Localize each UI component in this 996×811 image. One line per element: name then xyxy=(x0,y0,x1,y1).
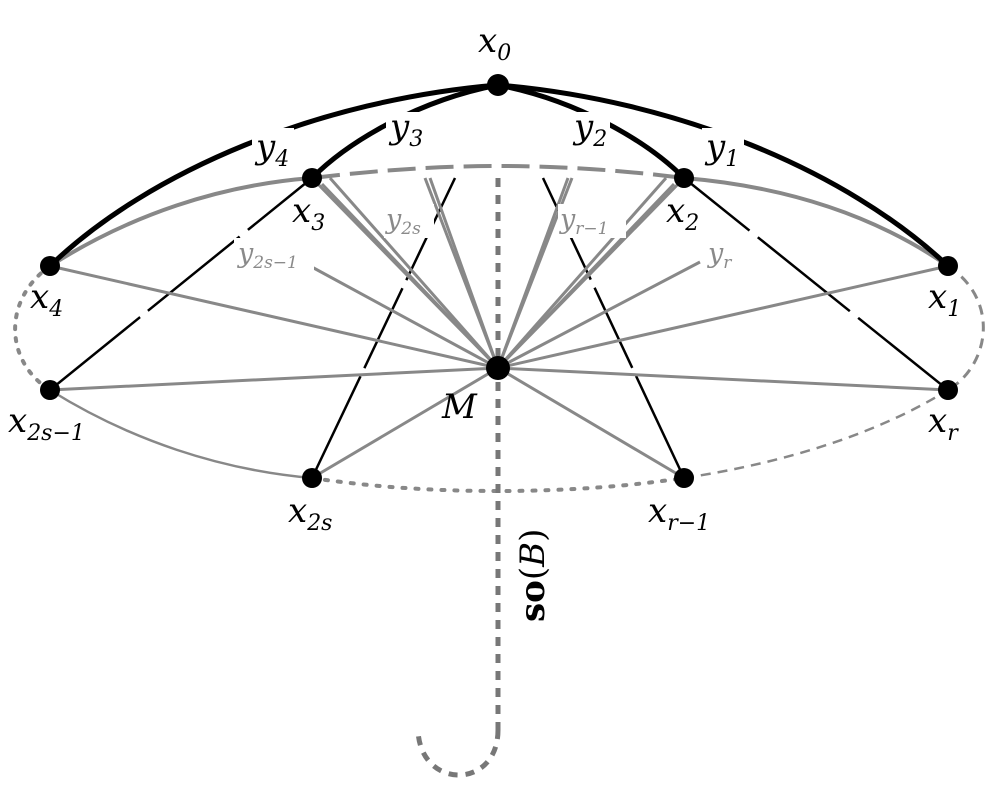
gap-g xyxy=(848,309,860,320)
top-arc-middle-dashed xyxy=(311,163,685,180)
handle-label: so(B) xyxy=(510,518,554,626)
bottom-left-solid xyxy=(49,388,313,480)
y2s-bg xyxy=(384,204,434,238)
arc-x0-x1 xyxy=(497,82,950,268)
spoke-x2-c xyxy=(496,177,668,369)
gap-a xyxy=(138,309,150,319)
spoke-yr xyxy=(497,260,701,370)
edge-labels-black: y4 y3 y2 y1 xyxy=(252,107,744,172)
label-x2: x2 xyxy=(666,191,699,236)
spoke-x1 xyxy=(497,264,949,370)
vertex-xr1 xyxy=(674,468,694,488)
spoke-x2-b xyxy=(496,182,676,370)
y2s1-bg xyxy=(234,238,314,272)
handle-label-text: so(B) xyxy=(513,529,553,622)
yr1-bg xyxy=(558,204,626,238)
top-arc-right-solid xyxy=(683,176,950,268)
top-arc-left-solid xyxy=(48,176,313,268)
label-yr1: yr−1 xyxy=(559,204,608,239)
spoke-xr xyxy=(497,366,949,392)
spoke-x3-c xyxy=(328,177,500,369)
edge-labels-gray: y2s y2s−1 yr−1 yr xyxy=(234,204,746,273)
gap-b xyxy=(238,228,250,239)
gap-d xyxy=(399,278,409,290)
y1-bg xyxy=(702,128,744,170)
label-y2s: y2s xyxy=(385,204,421,239)
arc-x0-x4 xyxy=(48,82,499,268)
handle-hook xyxy=(415,729,501,778)
label-y1: y1 xyxy=(704,127,739,172)
spoke-x4 xyxy=(49,264,499,370)
label-x3: x3 xyxy=(292,191,325,236)
label-y2s1: y2s−1 xyxy=(237,238,298,273)
label-x2s1: x2s−1 xyxy=(8,401,85,446)
vertex-M xyxy=(486,356,510,380)
vertex-x3 xyxy=(302,168,322,188)
vertex-x2s1 xyxy=(40,380,60,400)
gap-f xyxy=(587,278,597,290)
chord-x2s1-x3 xyxy=(49,177,313,391)
y4-bg xyxy=(252,128,294,170)
right-side-dashed xyxy=(947,264,985,392)
gap-h xyxy=(748,228,760,239)
left-side-dotted xyxy=(13,264,52,392)
vertex-labels: x0 x3 x2 x4 x1 x2s−1 xr x2s xr−1 M xyxy=(8,21,961,536)
vertex-x1 xyxy=(938,256,958,276)
bottom-right-dashed xyxy=(683,388,949,480)
spoke-x2s xyxy=(311,366,499,480)
spoke-yr1-b xyxy=(496,177,570,369)
label-y2: y2 xyxy=(572,107,607,152)
label-M: M xyxy=(441,387,478,427)
label-x1: x1 xyxy=(928,277,961,322)
spoke-x3-b xyxy=(320,182,500,370)
gray-spokes xyxy=(49,176,949,480)
label-xr: xr xyxy=(928,401,959,446)
vertex-xr xyxy=(938,380,958,400)
yr-bg xyxy=(706,238,746,272)
label-yr: yr xyxy=(707,238,732,273)
chord-xr-x2 xyxy=(683,177,949,391)
label-y4: y4 xyxy=(254,127,289,172)
y3-bg xyxy=(386,112,426,152)
vertex-x2s xyxy=(302,468,322,488)
spoke-x2s1 xyxy=(49,366,499,392)
label-y3: y3 xyxy=(388,107,423,152)
label-x4: x4 xyxy=(30,277,63,322)
top-arcs xyxy=(48,82,950,268)
spoke-y2s1 xyxy=(309,264,499,370)
label-x2s: x2s xyxy=(288,491,332,536)
vertex-x4 xyxy=(40,256,60,276)
vertices xyxy=(40,74,958,488)
y2-bg xyxy=(570,112,610,152)
umbrella-handle xyxy=(415,178,501,778)
spoke-y2s-b xyxy=(428,177,500,369)
spoke-xr1 xyxy=(497,366,685,480)
handle-label-bg xyxy=(510,518,554,626)
vertex-x2 xyxy=(674,168,694,188)
label-xr1: xr−1 xyxy=(648,491,710,536)
vertex-x0 xyxy=(487,74,509,96)
label-x0: x0 xyxy=(478,21,511,66)
